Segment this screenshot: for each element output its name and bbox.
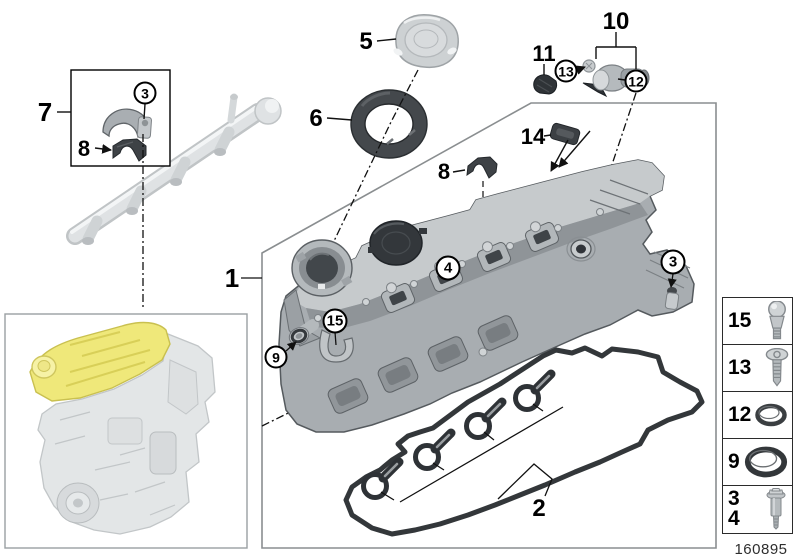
callout-14-blanking-seal[interactable]: 14 xyxy=(520,124,546,149)
fuel-rail xyxy=(66,93,282,245)
leader-lines-lower xyxy=(241,273,677,503)
screw-icon xyxy=(765,348,789,388)
callout-10-sensor-group[interactable]: 10 xyxy=(602,8,630,35)
legend-item-9[interactable]: 9 xyxy=(722,438,793,487)
rail-saddle-part xyxy=(112,138,147,162)
callout-3-rail-clamp[interactable]: 3 xyxy=(133,81,157,105)
gasket-set-part xyxy=(343,345,705,537)
legend-label: 3 xyxy=(728,487,740,511)
fastener-legend: 15 13 12 xyxy=(722,297,793,534)
legend-label: 12 xyxy=(728,403,752,427)
callout-7-rail-assembly[interactable]: 7 xyxy=(37,97,53,127)
legend-item-15[interactable]: 15 xyxy=(722,297,793,346)
cylinder-head-cover-part xyxy=(278,156,695,433)
collar-bolt-icon xyxy=(763,487,789,531)
leader-lines-top xyxy=(57,32,637,173)
engine-thumbnail xyxy=(29,321,216,535)
callout-12-sensor-o-ring[interactable]: 12 xyxy=(624,69,648,93)
legend-label: 9 xyxy=(728,450,740,474)
callout-13-sensor-screw[interactable]: 13 xyxy=(554,59,578,83)
o-ring-icon xyxy=(743,444,789,480)
cover-saddle-part xyxy=(466,156,498,179)
ball-stud-icon xyxy=(765,301,789,341)
legend-item-13[interactable]: 13 xyxy=(722,344,793,393)
sensor-plug-cap-part xyxy=(533,74,558,95)
callout-6-gasket-ring[interactable]: 6 xyxy=(309,105,323,132)
callout-15-ball-pin[interactable]: 15 xyxy=(322,308,348,334)
callout-3-mount-bolt[interactable]: 3 xyxy=(660,249,686,275)
cap-gasket-ring-part xyxy=(350,89,428,159)
filler-cap-part xyxy=(393,14,459,69)
callout-11-plug-cap[interactable]: 11 xyxy=(532,41,556,66)
callout-4-stud-bolt[interactable]: 4 xyxy=(435,255,461,281)
callout-8-cover-saddle[interactable]: 8 xyxy=(437,159,451,184)
callout-5-filler-cap[interactable]: 5 xyxy=(359,28,373,55)
main-panel-frame xyxy=(261,102,717,549)
callout-9-o-ring[interactable]: 9 xyxy=(264,345,288,369)
diagram-doc-number: 160895 xyxy=(734,541,788,558)
legend-label: 15 xyxy=(728,309,752,333)
small-o-ring-icon xyxy=(753,401,789,429)
callout-2-gasket-set[interactable]: 2 xyxy=(532,495,546,522)
legend-item-12[interactable]: 12 xyxy=(722,391,793,440)
legend-label: 13 xyxy=(728,356,752,380)
callout-8-rail-saddle[interactable]: 8 xyxy=(77,136,91,161)
blanking-seal-part xyxy=(549,122,581,146)
legend-label: 4 xyxy=(728,507,740,531)
callout-1-cover[interactable]: 1 xyxy=(224,263,240,293)
